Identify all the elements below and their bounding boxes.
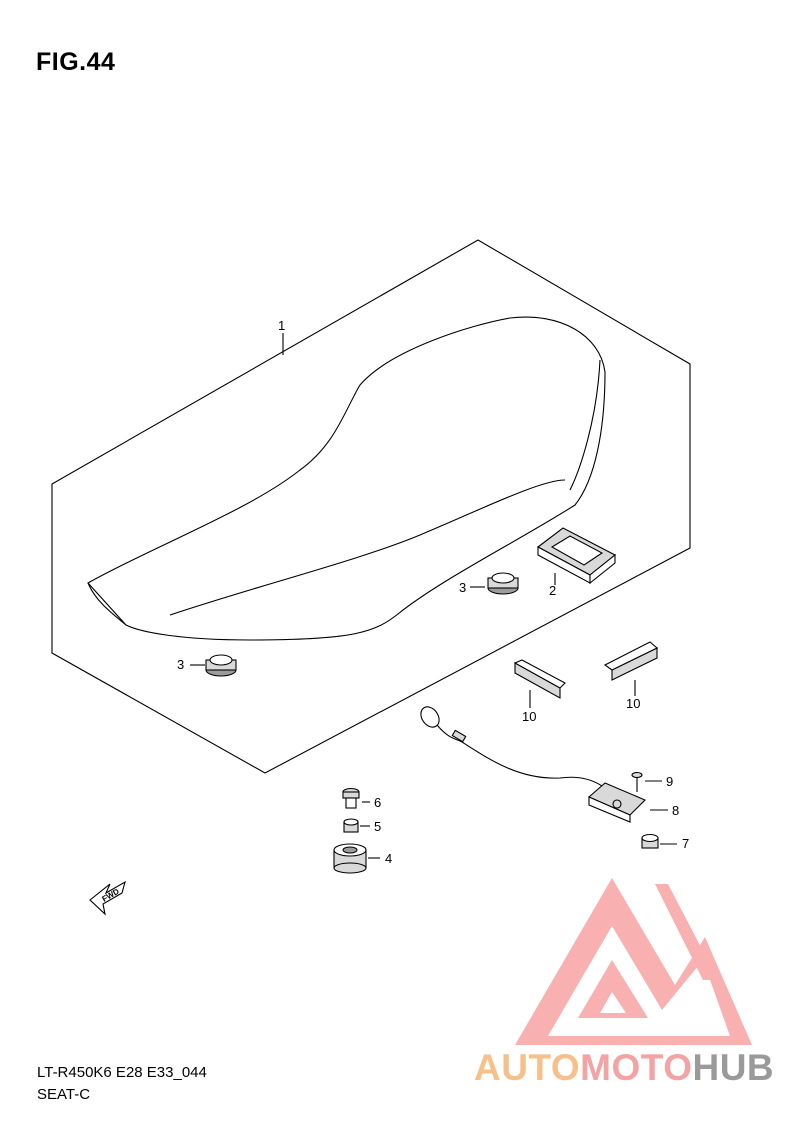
seat-cushion [87, 316, 606, 641]
callout-2: 2 [549, 583, 556, 598]
nut [641, 833, 677, 849]
callout-9: 9 [666, 774, 673, 789]
lock-cable [420, 706, 668, 823]
watermark-moto: MOTO [580, 1047, 693, 1088]
figure-title: FIG.44 [36, 48, 116, 76]
seat-assembly [51, 239, 691, 774]
callout-7: 7 [682, 836, 689, 851]
callout-6: 6 [374, 795, 381, 810]
section-name: SEAT-C [37, 1086, 91, 1103]
watermark-auto: AUTO [474, 1047, 581, 1088]
callout-1: 1 [278, 318, 285, 333]
callout-3-upper: 3 [459, 580, 466, 595]
seat-bracket [536, 527, 617, 585]
cushion-upper [470, 572, 519, 595]
bolt [342, 787, 370, 809]
strip-left [513, 659, 566, 708]
collar [343, 818, 370, 833]
callout-10-left: 10 [522, 709, 536, 724]
cushion-lower [190, 654, 237, 677]
callout-3-lower: 3 [177, 657, 184, 672]
grommet [333, 843, 380, 874]
fwd-direction-arrow: FWD [89, 880, 126, 916]
watermark-logo [515, 878, 752, 1045]
screw [631, 771, 662, 792]
callout-5: 5 [374, 819, 381, 834]
strip-right [603, 641, 658, 696]
callout-8: 8 [672, 803, 679, 818]
model-code: LT-R450K6 E28 E33_044 [37, 1064, 207, 1081]
callout-10-right: 10 [626, 696, 640, 711]
watermark-wordmark: AUTOMOTOHUB [474, 1047, 774, 1089]
watermark-hub: HUB [692, 1047, 775, 1088]
seat-outline-box [51, 239, 691, 774]
callout-4: 4 [385, 851, 392, 866]
